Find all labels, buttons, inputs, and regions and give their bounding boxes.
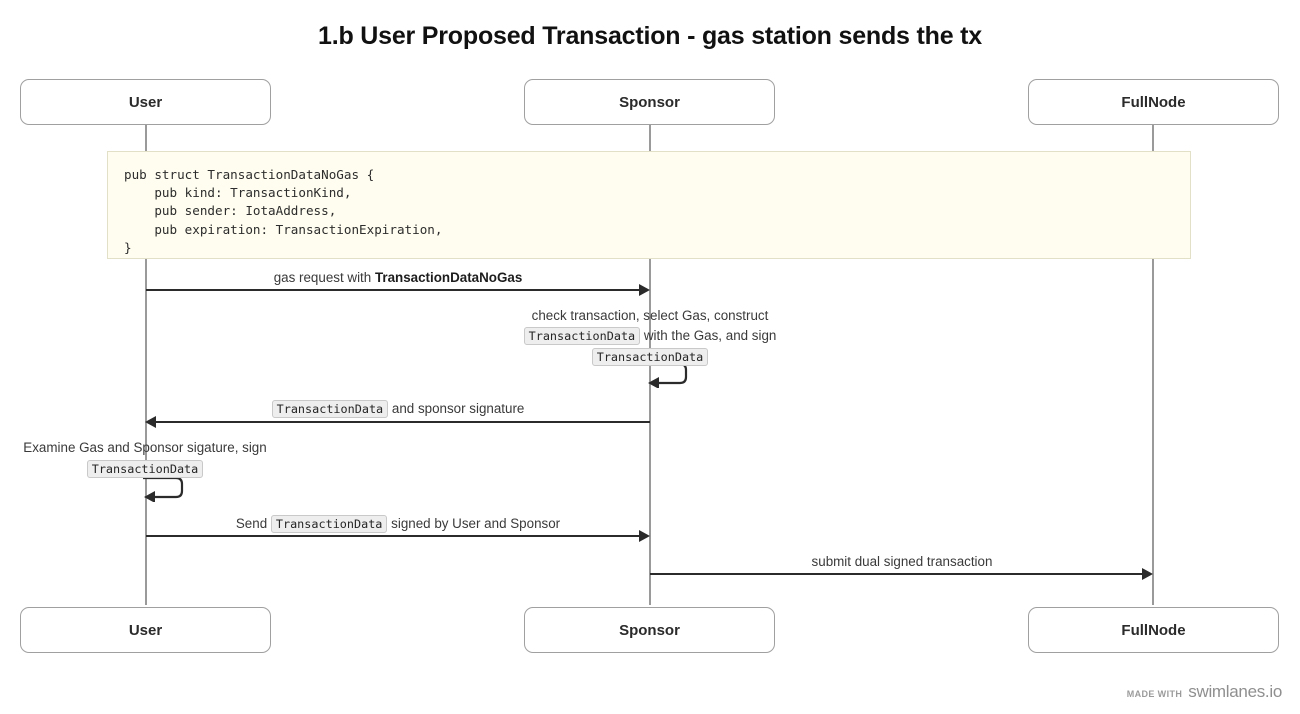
- message-arrowhead-m3: [145, 416, 156, 428]
- message-label-m3: TransactionData and sponsor signature: [146, 400, 650, 418]
- participant-user-bottom[interactable]: User: [20, 607, 271, 653]
- participant-label: Sponsor: [619, 621, 680, 639]
- message-text: with the Gas, and sign: [640, 328, 777, 343]
- participant-sponsor-top[interactable]: Sponsor: [524, 79, 775, 125]
- message-text: Send: [235, 516, 271, 531]
- message-text-line3: TransactionData: [450, 348, 850, 366]
- footer-watermark[interactable]: Made with swimlanes.io: [1126, 682, 1283, 702]
- message-arrowhead-m5: [639, 530, 650, 542]
- participant-fullnode-bottom[interactable]: FullNode: [1028, 607, 1279, 653]
- made-with-label: Made with: [1126, 689, 1183, 699]
- message-text: and sponsor signature: [388, 401, 525, 416]
- brand-label: swimlanes.io: [1188, 682, 1282, 701]
- message-text-bold: TransactionDataNoGas: [374, 270, 523, 285]
- message-text: gas request with: [273, 270, 375, 285]
- message-line-m1[interactable]: [146, 289, 640, 291]
- message-label-m1: gas request with TransactionDataNoGas: [146, 269, 650, 287]
- message-line-m3[interactable]: [156, 421, 650, 423]
- note-code-text: pub struct TransactionDataNoGas { pub ki…: [124, 167, 443, 255]
- lifeline-user: [145, 125, 147, 605]
- message-text-line2: TransactionData with the Gas, and sign: [450, 327, 850, 345]
- participant-sponsor-bottom[interactable]: Sponsor: [524, 607, 775, 653]
- message-text: signed by User and Sponsor: [387, 516, 561, 531]
- participant-user-top[interactable]: User: [20, 79, 271, 125]
- code-token: TransactionData: [591, 348, 709, 366]
- message-arrowhead-m6: [1142, 568, 1153, 580]
- code-token: TransactionData: [270, 515, 388, 533]
- participant-fullnode-top[interactable]: FullNode: [1028, 79, 1279, 125]
- message-text: submit dual signed transaction: [811, 554, 993, 569]
- participant-label: FullNode: [1121, 621, 1186, 639]
- message-label-m4: Examine Gas and Sponsor sigature, sign T…: [0, 439, 345, 478]
- page-title: 1.b User Proposed Transaction - gas stat…: [318, 22, 982, 50]
- note-code-block: pub struct TransactionDataNoGas { pub ki…: [107, 151, 1191, 259]
- message-line-m5[interactable]: [146, 535, 640, 537]
- message-label-m5: Send TransactionData signed by User and …: [146, 515, 650, 533]
- participant-label: FullNode: [1121, 93, 1186, 111]
- code-token: TransactionData: [271, 400, 389, 418]
- participant-label: Sponsor: [619, 93, 680, 111]
- code-token: TransactionData: [86, 460, 204, 478]
- message-text-line2: TransactionData: [0, 460, 345, 478]
- self-message-loop-user[interactable]: [141, 476, 187, 502]
- message-text-line1: check transaction, select Gas, construct: [531, 308, 769, 323]
- code-token: TransactionData: [523, 327, 641, 345]
- message-arrowhead-m1: [639, 284, 650, 296]
- message-label-m6: submit dual signed transaction: [650, 553, 1154, 571]
- message-line-m6[interactable]: [650, 573, 1143, 575]
- participant-label: User: [128, 621, 163, 639]
- message-label-m2: check transaction, select Gas, construct…: [450, 307, 850, 366]
- participant-label: User: [128, 93, 163, 111]
- message-text-line1: Examine Gas and Sponsor sigature, sign: [23, 440, 267, 455]
- lifeline-fullnode: [1152, 125, 1154, 605]
